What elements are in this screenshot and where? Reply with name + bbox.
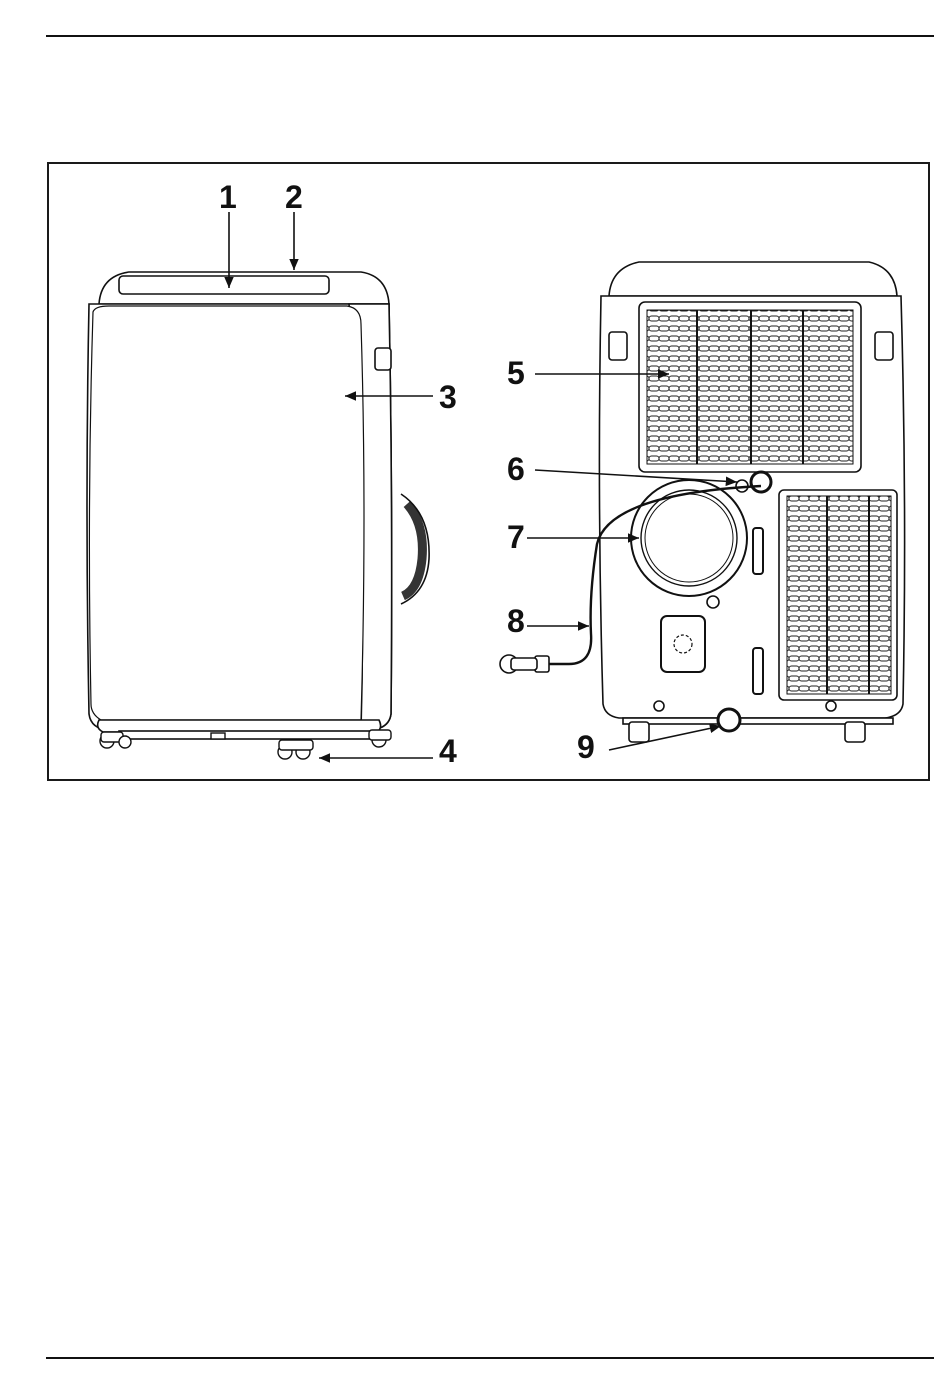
- callout-6: 6: [507, 451, 525, 487]
- callout-1: 1: [219, 179, 237, 215]
- appliance-illustration: 1 2 3 4 5 6 7 8 9: [49, 164, 932, 783]
- callout-2: 2: [285, 179, 303, 215]
- callout-7: 7: [507, 519, 525, 555]
- callout-5: 5: [507, 355, 525, 391]
- callout-9: 9: [577, 729, 595, 765]
- callout-4: 4: [439, 733, 457, 769]
- rear-unit: [500, 262, 905, 742]
- footer-rule: [46, 1357, 934, 1359]
- front-unit: [87, 272, 429, 759]
- callout-3: 3: [439, 379, 457, 415]
- callout-8: 8: [507, 603, 525, 639]
- header-rule: [46, 35, 934, 37]
- figure-frame: 1 2 3 4 5 6 7 8 9: [47, 162, 930, 781]
